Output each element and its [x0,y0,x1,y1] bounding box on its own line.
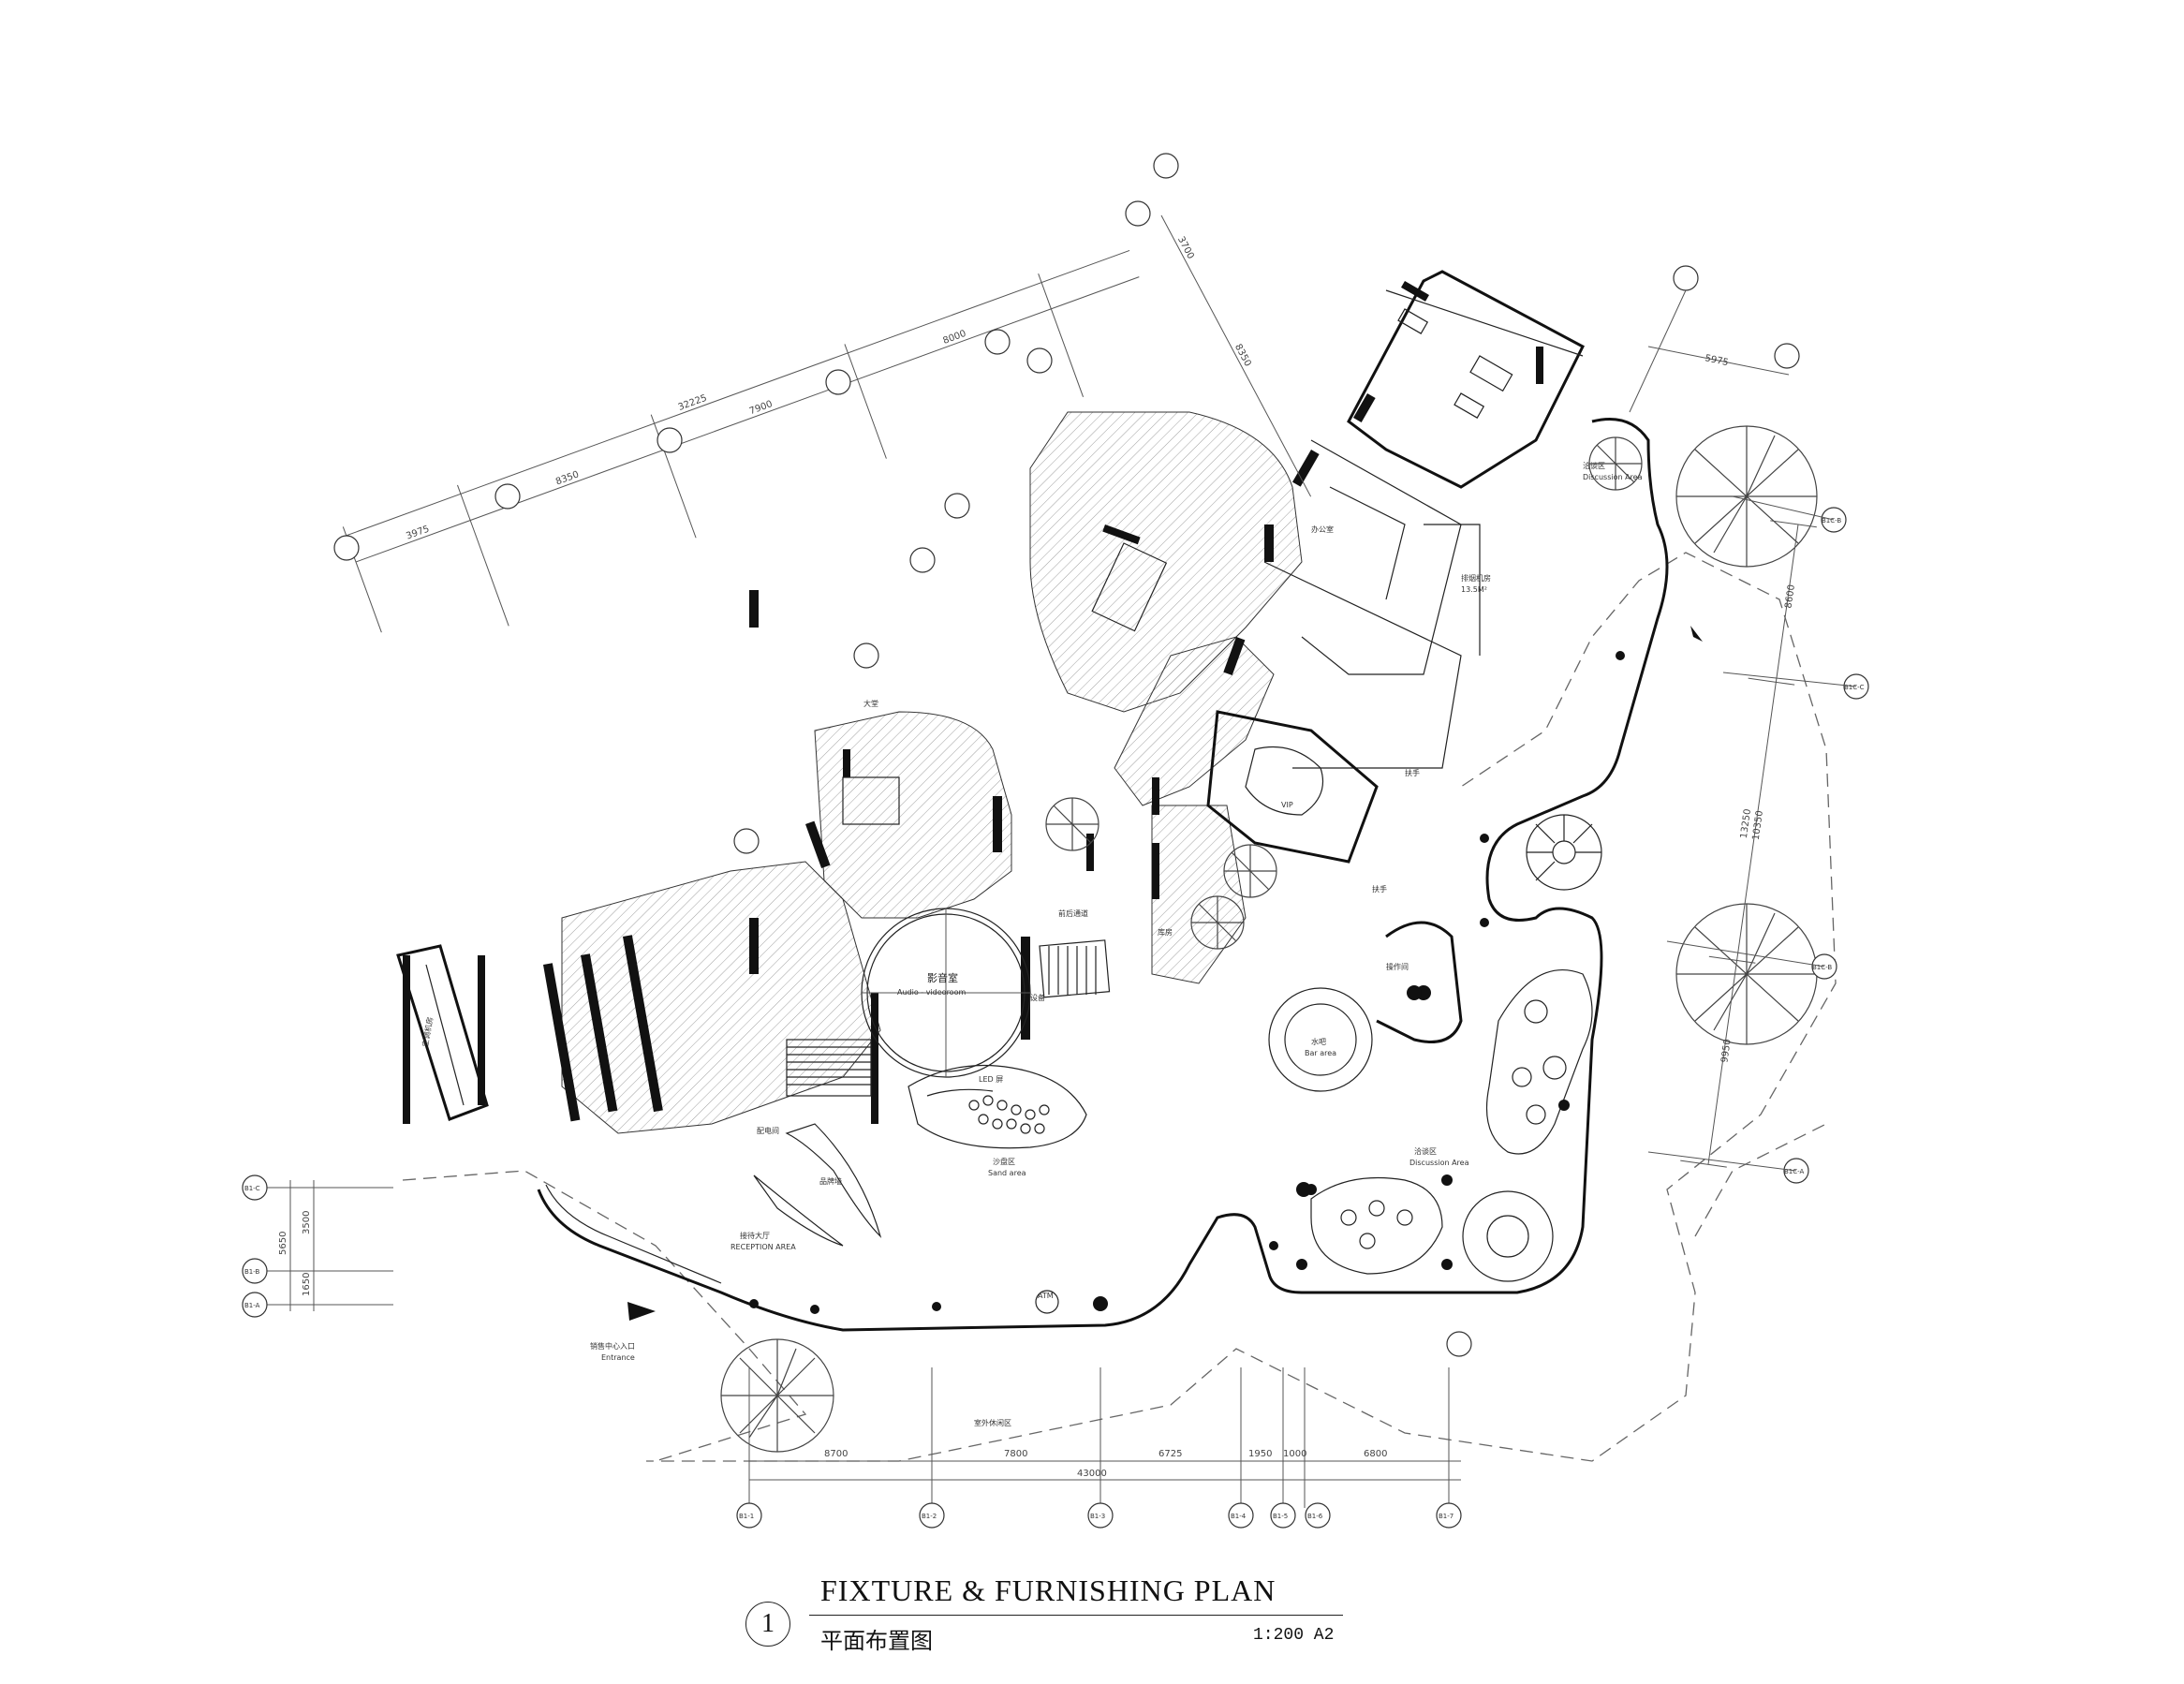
discussion-ne-label-en: Discussion Area [1583,473,1643,481]
svg-text:B1-1: B1-1 [739,1513,754,1520]
svg-text:B1C-B: B1C-B [1822,517,1841,524]
svg-text:B1C-C: B1C-C [1844,684,1865,691]
exhaust-area-label: 13.5M² [1461,585,1487,594]
walls [403,281,1543,1124]
dim-left-total: 5650 [278,1232,288,1255]
dim-bottom-1: 8700 [824,1449,848,1459]
sand-label-en: Sand area [988,1169,1026,1177]
svg-text:B1C-A: B1C-A [1784,1168,1805,1175]
title-underline [809,1615,1343,1616]
bar-area: 水吧 Bar area 操作间 [1268,921,1463,1092]
cinema-label: 影音室 [927,971,958,984]
dim-ne-1: 5975 [1704,353,1729,368]
discussion-south-label-en: Discussion Area [1409,1159,1469,1167]
entrance-label-en: Entrance [601,1353,635,1362]
atm: ATM [1035,1290,1059,1314]
svg-text:B1-2: B1-2 [922,1513,937,1520]
discussion-ne-label: 洽谈区 [1583,461,1605,470]
drawing-title-block: 1 FIXTURE & FURNISHING PLAN 平面布置图 1:200 … [745,1573,1345,1667]
grid-axes-bottom: B1-1 B1-2 B1-3 B1-4 B1-5 B1-6 B1-7 [736,1499,1462,1529]
office-label: 办公室 [1311,524,1334,534]
svg-text:B1-3: B1-3 [1090,1513,1105,1520]
corridor-label: 前后通道 [1058,908,1088,918]
entrance: 销售中心入口 Entrance 室外休闲区 [590,626,1703,1427]
ac-room [396,944,489,1121]
exhaust-room-label: 排烟机房 [1461,573,1491,583]
drawing-scale: 1:200 A2 [1253,1626,1335,1645]
brand-wall-label: 品牌墙 [819,1176,842,1186]
reception-label: 接待大厅 [740,1231,770,1240]
discussion-area-south: 洽谈区 Discussion Area [1296,1146,1554,1282]
reception-area: 接待大厅 RECEPTION AREA 品牌墙 配电间 沙盘区 Sand are… [730,1123,1026,1251]
outdoor-label: 室外休闲区 [974,1418,1011,1427]
discussion-south-label: 洽谈区 [1414,1146,1437,1156]
drawing-title-en: FIXTURE & FURNISHING PLAN [820,1573,1276,1607]
dim-right-1: 8600 [1784,584,1797,610]
bar-label-en: Bar area [1305,1049,1336,1057]
lobby-label: 大堂 [863,699,878,708]
svg-text:B1-6: B1-6 [1307,1513,1323,1520]
dimension-ne: 5975 [1647,346,1790,376]
operation-label: 操作间 [1386,962,1409,971]
columns [749,651,1625,1314]
svg-text:B1C-B: B1C-B [1812,964,1832,971]
dimension-left: 3500 1650 5650 B1-C B1-B B1-A [242,1174,393,1318]
svg-text:B1-5: B1-5 [1273,1513,1288,1520]
dim-left-1: 3500 [302,1211,312,1234]
dim-bottom-3: 6725 [1158,1449,1182,1459]
dim-left-2: 1650 [302,1273,312,1296]
grid-axes-right: B1C-B B1C-C B1C-B B1C-A [1446,265,1869,1357]
sand-table-area: LED 屏 [908,1064,1087,1149]
dimension-bottom: 8700 7800 6725 1950 1000 6800 43000 [748,1367,1461,1508]
equipment-label: 设备 [1030,993,1045,1002]
grid-axes-top [333,153,1179,854]
entrance-label: 销售中心入口 [590,1341,635,1351]
bar-label: 水吧 [1311,1037,1326,1046]
dim-bottom-total: 43000 [1077,1469,1107,1479]
dim-bottom-5: 1000 [1283,1449,1306,1459]
cinema-room: 影音室 Audio - videoroom [861,908,1031,1078]
vip-room: VIP [1206,710,1379,864]
dim-right-3: 10350 [1751,810,1765,841]
drawing-title-cn: 平面布置图 [820,1630,933,1654]
trees [720,425,1818,1453]
handrail-label-1: 扶手 [1405,768,1420,777]
sand-label: 沙盘区 [993,1157,1015,1166]
cinema-label-en: Audio - videoroom [897,988,966,997]
led-label: LED 屏 [979,1075,1003,1084]
site-boundary [402,552,1837,1462]
dimension-right: 8600 13250 10350 9950 [1680,520,1817,1168]
dim-bottom-6: 6800 [1364,1449,1387,1459]
dim-right-2: 13250 [1739,808,1753,839]
svg-text:B1-C: B1-C [244,1185,260,1192]
storage-label: 库房 [1158,927,1173,937]
svg-text:B1-4: B1-4 [1231,1513,1247,1520]
reception-label-en: RECEPTION AREA [730,1243,796,1251]
east-lounge [1486,969,1593,1155]
drawing-number: 1 [745,1602,790,1647]
stairs [786,542,1168,1097]
building-masses [561,411,1303,1134]
svg-text:ATM: ATM [1038,1292,1054,1300]
svg-text:B1-7: B1-7 [1439,1513,1454,1520]
spiral-stair [1526,814,1602,891]
curtain-wall-south [537,418,1669,1332]
handrail-label-2: 扶手 [1372,884,1387,894]
dim-bottom-4: 1950 [1248,1449,1272,1459]
svg-text:B1-B: B1-B [244,1268,260,1276]
dim-bottom-2: 7800 [1004,1449,1027,1459]
office-wing [1263,270,1585,769]
svg-text:B1-A: B1-A [244,1302,260,1309]
distribution-label: 配电间 [757,1126,779,1135]
dim-right-4: 9950 [1719,1039,1733,1064]
vip-label: VIP [1281,801,1293,809]
